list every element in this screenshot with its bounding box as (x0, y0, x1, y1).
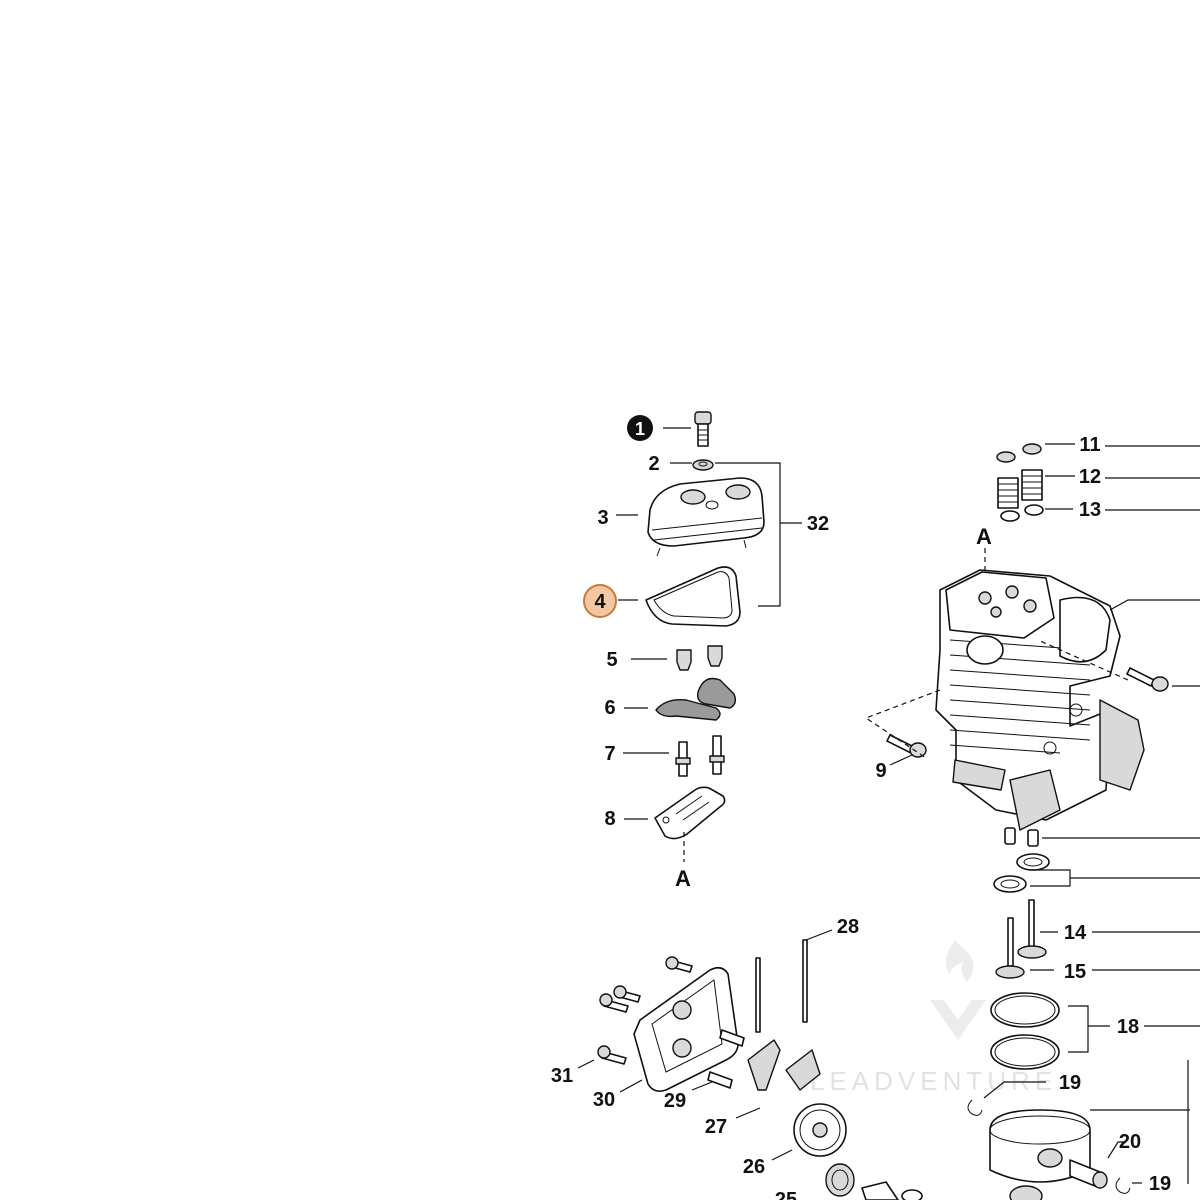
callout-7[interactable]: 7 (604, 743, 615, 765)
part-3-valve-cover (647, 477, 765, 557)
callout-label: 1 (635, 419, 645, 439)
callout-25[interactable]: 25 (775, 1189, 797, 1200)
dowel-pins (1004, 827, 1039, 847)
part-26-cam-gear (793, 1103, 847, 1157)
callout-5[interactable]: 5 (606, 649, 617, 671)
callout-14[interactable]: 14 (1064, 922, 1087, 944)
callout-31[interactable]: 31 (551, 1065, 573, 1087)
highlight-circle (583, 584, 617, 618)
leader-lines-left (616, 427, 986, 862)
callout-32[interactable]: 32 (807, 513, 829, 535)
piston (989, 1109, 1091, 1183)
callout-28[interactable]: 28 (837, 916, 859, 938)
section-marker-a-top: A (976, 524, 992, 549)
part-25-bearing-and-gear (825, 1163, 1043, 1200)
callout-labels: 2 3 5 6 7 8 9 11 12 13 14 15 18 19 19 20… (551, 434, 1171, 1200)
screw-right (1126, 667, 1169, 692)
callout-19-top[interactable]: 19 (1059, 1072, 1081, 1094)
callout-18[interactable]: 18 (1117, 1016, 1139, 1038)
part-9-screw (886, 734, 927, 758)
part-2-washer (692, 459, 714, 471)
parts-30-31-cam-cover-and-screws (597, 956, 739, 1092)
callout-29[interactable]: 29 (664, 1090, 686, 1112)
callout-26[interactable]: 26 (743, 1156, 765, 1178)
callout-1[interactable]: 1 (627, 415, 653, 441)
watermark-text: LEADVENTURE (810, 1066, 1057, 1096)
cylinder-block (935, 569, 1145, 831)
callout-30[interactable]: 30 (593, 1089, 615, 1111)
part-29-pins (707, 1029, 745, 1089)
part-6-rocker-arms (655, 677, 737, 721)
callout-19-bottom[interactable]: 19 (1149, 1173, 1171, 1195)
callout-20[interactable]: 20 (1119, 1131, 1141, 1153)
parts-14-15-valves (995, 899, 1047, 979)
callout-11[interactable]: 11 (1079, 434, 1100, 456)
callout-4[interactable]: 4 (583, 584, 617, 618)
callout-2[interactable]: 2 (648, 453, 659, 475)
part-7-studs (675, 735, 725, 777)
callout-3[interactable]: 3 (597, 507, 608, 529)
callout-13[interactable]: 13 (1079, 499, 1101, 521)
callout-6[interactable]: 6 (604, 697, 615, 719)
part-27-cam-followers (747, 1039, 821, 1091)
part-19-circlip (967, 1099, 1131, 1194)
callout-8[interactable]: 8 (604, 808, 615, 830)
parts-11-13-valve-springs (996, 443, 1044, 522)
callout-15[interactable]: 15 (1064, 961, 1086, 983)
callout-label: 4 (594, 591, 606, 613)
leader-lines-right (577, 443, 1200, 1184)
part-18-piston-rings (990, 992, 1060, 1070)
part-4-gasket (645, 566, 741, 627)
part-8-guide-plate (654, 786, 726, 840)
callout-27[interactable]: 27 (705, 1116, 727, 1138)
callout-12[interactable]: 12 (1079, 466, 1101, 488)
valve-seals (993, 853, 1050, 893)
part-1-screw (694, 411, 712, 447)
part-20-piston-pin (1069, 1159, 1108, 1189)
callout-9[interactable]: 9 (875, 760, 886, 782)
watermark: LEADVENTURE (810, 940, 1057, 1096)
part-28-push-rods (755, 939, 808, 1033)
part-5-rocker-pivots (676, 645, 723, 671)
section-marker-a-bottom: A (675, 866, 691, 891)
